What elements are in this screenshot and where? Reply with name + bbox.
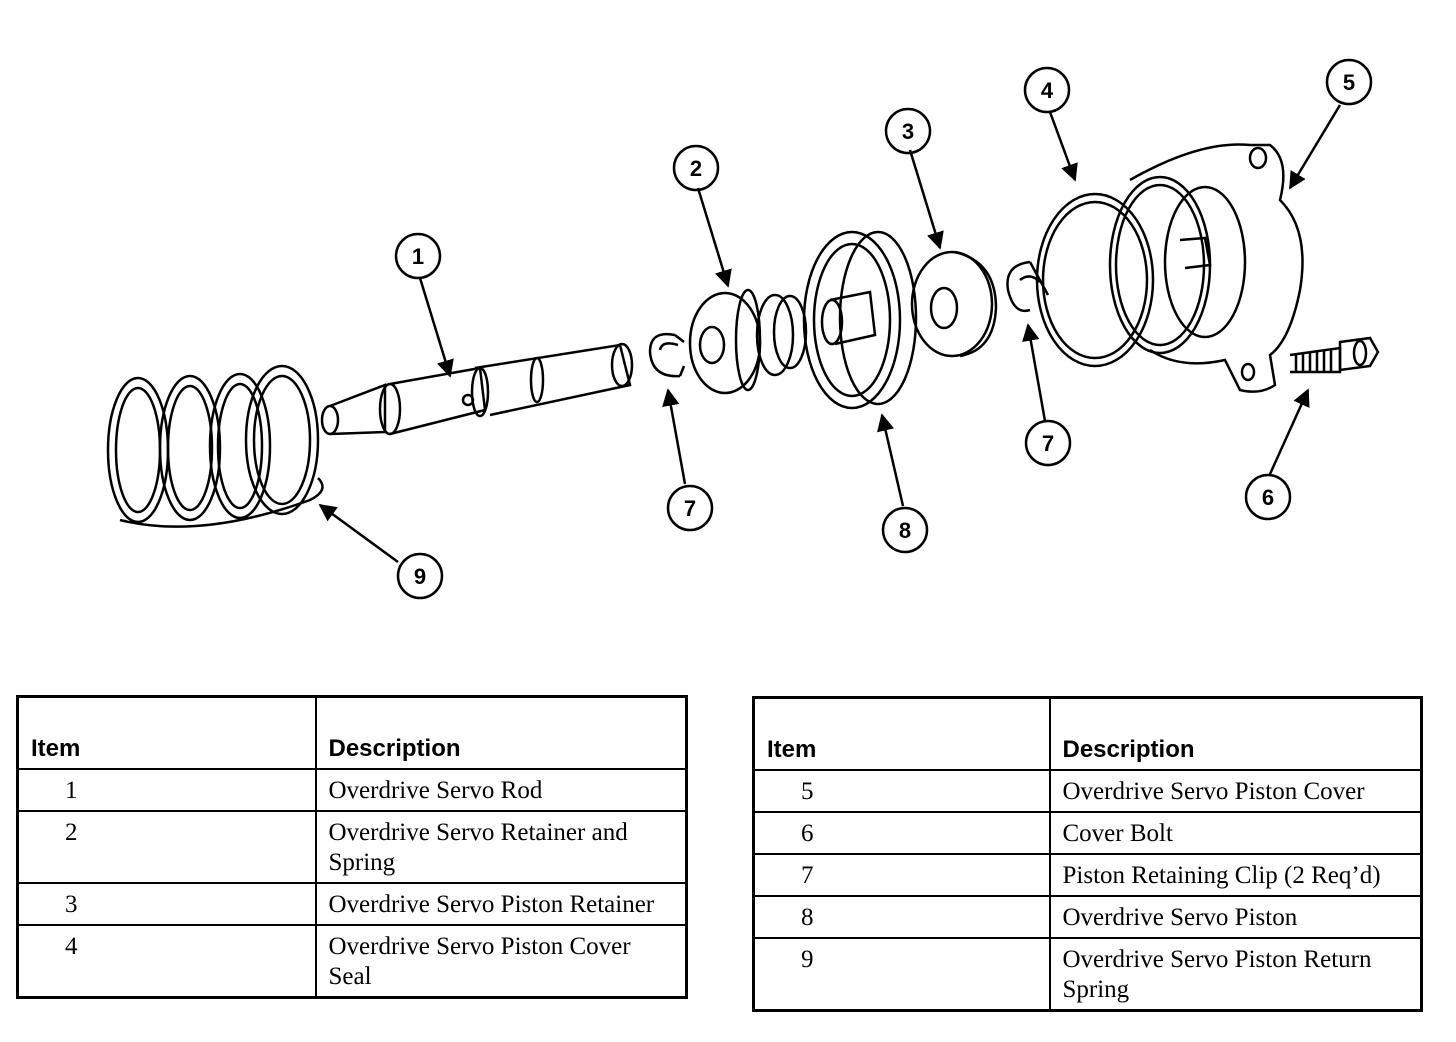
table-row: 7 Piston Retaining Clip (2 Req’d): [752, 853, 1423, 897]
servo-piston-part: [802, 230, 918, 410]
table-row: 1 Overdrive Servo Rod: [16, 768, 688, 812]
item-description: Overdrive Servo Rod: [314, 768, 688, 812]
item-column-header: Item: [752, 696, 1051, 771]
callout-7-left-label: 7: [684, 496, 696, 521]
item-number: 5: [752, 769, 1051, 813]
description-column-header: Description: [1048, 696, 1423, 771]
cover-bolt-part: [1289, 336, 1380, 374]
callout-1-label: 1: [412, 244, 424, 269]
leader-lines: [318, 104, 1342, 564]
description-column-header: Description: [314, 695, 688, 770]
callout-7-right-label: 7: [1042, 431, 1054, 456]
callout-7-left: 7: [666, 484, 714, 532]
callout-8: 8: [881, 506, 929, 554]
item-number: 2: [16, 810, 317, 884]
callout-4: 4: [1023, 66, 1071, 114]
item-description: Overdrive Servo Piston Return Spring: [1048, 937, 1423, 1012]
item-description: Overdrive Servo Piston: [1048, 895, 1423, 939]
piston-retainer-part: [910, 250, 998, 358]
item-description: Overdrive Servo Piston Retainer: [314, 882, 688, 926]
table-header-row: Item Description: [752, 696, 1423, 771]
item-description: Cover Bolt: [1048, 811, 1423, 855]
retaining-clip-left-part: [648, 332, 686, 378]
callout-3: 3: [884, 107, 932, 155]
parts-table-right: Item Description 5 Overdrive Servo Pisto…: [752, 696, 1423, 1012]
callout-9: 9: [396, 552, 444, 600]
callout-1: 1: [394, 232, 442, 280]
table-row: 6 Cover Bolt: [752, 811, 1423, 855]
table-row: 4 Overdrive Servo Piston Cover Seal: [16, 924, 688, 999]
item-number: 8: [752, 895, 1051, 939]
table-header-row: Item Description: [16, 695, 688, 770]
callout-6-label: 6: [1262, 485, 1274, 510]
callout-8-label: 8: [899, 518, 911, 543]
callout-2: 2: [672, 144, 720, 192]
table-row: 8 Overdrive Servo Piston: [752, 895, 1423, 939]
table-row: 2 Overdrive Servo Retainer and Spring: [16, 810, 688, 884]
callout-4-label: 4: [1041, 78, 1054, 103]
item-number: 7: [752, 853, 1051, 897]
item-column-header: Item: [16, 695, 317, 770]
piston-cover-part: [1108, 143, 1304, 393]
callout-3-label: 3: [902, 119, 914, 144]
item-description: Piston Retaining Clip (2 Req’d): [1048, 853, 1423, 897]
servo-rod-part: [320, 342, 634, 436]
callout-2-label: 2: [690, 156, 702, 181]
item-number: 9: [752, 937, 1051, 1012]
callout-5-label: 5: [1343, 70, 1355, 95]
table-row: 5 Overdrive Servo Piston Cover: [752, 769, 1423, 813]
item-number: 4: [16, 924, 317, 999]
item-description: Overdrive Servo Piston Cover: [1048, 769, 1423, 813]
callout-5: 5: [1325, 58, 1373, 106]
table-row: 9 Overdrive Servo Piston Return Spring: [752, 937, 1423, 1012]
callout-6: 6: [1244, 473, 1292, 521]
retainer-and-spring-part: [688, 288, 808, 395]
table-row: 3 Overdrive Servo Piston Retainer: [16, 882, 688, 926]
callout-7-right: 7: [1024, 419, 1072, 467]
item-description: Overdrive Servo Piston Cover Seal: [314, 924, 688, 999]
exploded-diagram: 1 2 3 4 5 6 7 7 8 9: [106, 58, 1380, 600]
item-description: Overdrive Servo Retainer and Spring: [314, 810, 688, 884]
item-number: 3: [16, 882, 317, 926]
callout-9-label: 9: [414, 564, 426, 589]
retaining-clip-right-part: [1006, 260, 1050, 313]
item-number: 1: [16, 768, 317, 812]
item-number: 6: [752, 811, 1051, 855]
parts-table-left: Item Description 1 Overdrive Servo Rod 2…: [16, 695, 688, 999]
piston-cover-seal-part: [1035, 192, 1155, 368]
return-spring-part: [106, 364, 324, 528]
